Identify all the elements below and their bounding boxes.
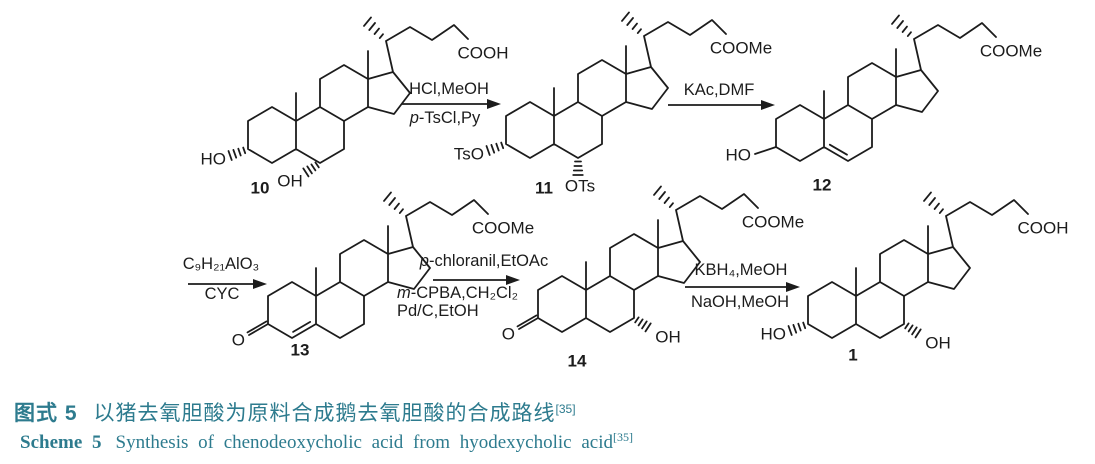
arrow-4-reagent-above: p-chloranil,EtOAc — [420, 253, 548, 270]
arrow-4-reagent-above-rest: -chloranil,EtOAc — [428, 251, 549, 270]
arrow-4-reagent-below-2: Pd/C,EtOH — [397, 301, 479, 320]
molecule-11-c6-substituent: OTs — [564, 176, 596, 196]
molecule-11-c3-substituent: TsO — [453, 144, 484, 164]
reaction-arrow-5 — [685, 279, 801, 300]
reaction-arrow-1 — [402, 96, 502, 117]
molecule-12-c3-substituent: HO — [725, 145, 752, 165]
arrow-4-reagent-below-1: m-CPBA,CH₂Cl₂ — [397, 285, 518, 302]
caption-english-reference: [35] — [613, 430, 633, 444]
caption-chinese: 图式 5 以猪去氧胆酸为原料合成鹅去氧胆酸的合成路线[35] — [14, 397, 576, 427]
molecule-10-terminal-group: COOH — [457, 43, 509, 63]
molecule-12-terminal-group: COOMe — [979, 41, 1043, 61]
molecule-1: COOH HO OH 1 — [740, 160, 1095, 382]
arrow-4-reagent-below-1-rest: -CPBA,CH₂Cl₂ — [410, 283, 518, 302]
molecule-1-skeleton — [787, 191, 1029, 339]
molecule-13: COOMe O 13 — [200, 160, 560, 382]
caption-chinese-reference: [35] — [555, 402, 576, 416]
molecule-14-ketone-oxygen: O — [501, 324, 515, 344]
caption-chinese-text: 以猪去氧胆酸为原料合成鹅去氧胆酸的合成路线 — [93, 402, 556, 425]
molecule-10: COOH HO OH 10 — [180, 0, 540, 207]
reaction-arrow-2 — [668, 97, 776, 118]
molecule-10-number: 10 — [250, 178, 270, 198]
arrow-3-reagent-below: CYC — [204, 284, 240, 303]
arrow-4-reagent-below-1-italic: m — [397, 283, 411, 302]
molecule-13-number: 13 — [290, 340, 310, 360]
molecule-1-c7-substituent: OH — [925, 333, 951, 353]
caption-english: Scheme 5 Synthesis of chenodeoxycholic ac… — [20, 430, 633, 454]
caption-english-label: Scheme 5 — [20, 432, 102, 453]
molecule-1-number: 1 — [848, 345, 858, 365]
molecule-10-c3-substituent: HO — [200, 149, 227, 169]
caption-chinese-label: 图式 5 — [14, 402, 78, 425]
molecule-12: COOMe HO 12 — [708, 0, 1068, 205]
molecule-14-c7-substituent: OH — [655, 327, 681, 347]
molecule-11-number: 11 — [535, 178, 553, 198]
molecule-13-terminal-group: COOMe — [471, 218, 535, 238]
molecule-13-ketone-oxygen: O — [231, 330, 245, 350]
arrow-5-reagent-above: KBH₄,MeOH — [694, 260, 788, 279]
molecule-10-c6-substituent: OH — [277, 171, 303, 191]
arrow-5-reagent-below: NaOH,MeOH — [690, 292, 790, 311]
caption-english-text: Synthesis of chenodeoxycholic acid from … — [115, 432, 613, 453]
molecule-14-number: 14 — [567, 351, 587, 371]
arrow-1-reagent-below-rest: -TsCl,Py — [418, 108, 481, 127]
arrow-1-reagent-below: p-TsCl,Py — [410, 110, 481, 127]
arrow-1-reagent-above: HCl,MeOH — [409, 79, 489, 98]
molecule-12-number: 12 — [812, 175, 832, 195]
arrow-2-reagent-above: KAc,DMF — [683, 80, 755, 99]
arrow-4-reagent-above-italic: p — [419, 251, 429, 270]
arrow-1-reagent-below-italic: p — [409, 108, 419, 127]
molecule-14-terminal-group: COOMe — [741, 212, 805, 232]
arrow-3-reagent-above: C₉H₂₁AlO₃ — [182, 254, 260, 273]
reaction-arrow-4 — [433, 272, 521, 293]
molecule-11-terminal-group: COOMe — [709, 38, 773, 58]
molecule-1-c3-substituent: HO — [760, 324, 787, 344]
molecule-14: COOMe O OH 14 — [470, 154, 830, 376]
molecule-11: COOMe TsO OTs 11 — [438, 0, 798, 202]
molecule-1-terminal-group: COOH — [1017, 218, 1069, 238]
reaction-arrow-3 — [188, 276, 268, 297]
